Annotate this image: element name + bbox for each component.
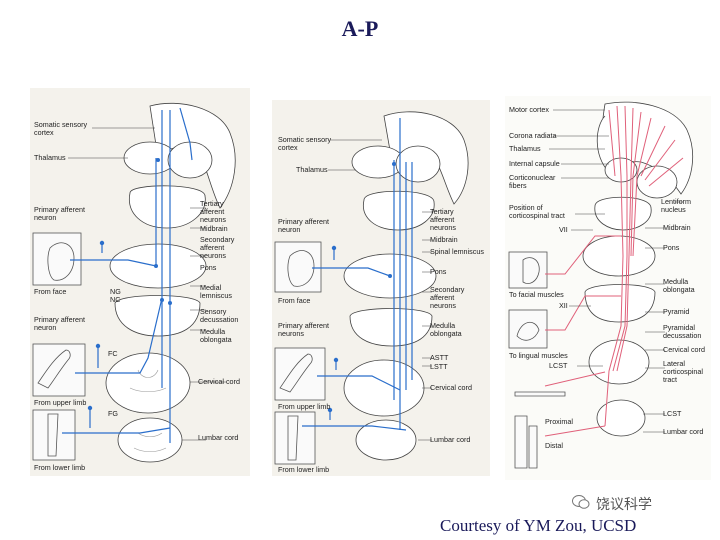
page-title: A-P — [341, 16, 379, 41]
label-cervical-cord: Cervical cord — [663, 345, 705, 354]
label-xii: XII — [559, 301, 568, 310]
label-pons: Pons — [663, 243, 680, 252]
label-from-face: From face — [34, 287, 67, 296]
label-cervical-cord: Cervical cord — [198, 377, 240, 386]
label-midbrain: Midbrain — [200, 224, 228, 233]
label-ng: NG — [110, 287, 121, 296]
label-cervical-cord: Cervical cord — [430, 383, 472, 392]
label-distal: Distal — [545, 441, 563, 450]
label-pons: Pons — [200, 263, 217, 272]
watermark-text: 饶议科学 — [596, 496, 652, 512]
courtesy-credit: Courtesy of YM Zou, UCSD — [440, 516, 637, 535]
label-lstt: LSTT — [430, 362, 448, 371]
label-from-lower-limb: From lower limb — [34, 463, 86, 472]
label-spinal-lemniscus: Spinal lemniscus — [430, 247, 484, 256]
label-pons: Pons — [430, 267, 447, 276]
panel-corticospinal-pathway: Motor cortex Corona radiata Thalamus Int… — [505, 96, 711, 480]
label-thalamus: Thalamus — [296, 165, 328, 174]
label-midbrain: Midbrain — [663, 223, 691, 232]
label-proximal: Proximal — [545, 417, 573, 426]
label-thalamus: Thalamus — [34, 153, 66, 162]
label-from-face: From face — [278, 296, 311, 305]
label-lumbar-cord: Lumbar cord — [198, 433, 239, 442]
label-from-lower-limb: From lower limb — [278, 465, 330, 474]
label-to-facial-muscles: To facial muscles — [509, 290, 564, 299]
spinothalamic-diagram — [274, 111, 469, 465]
label-pyramid: Pyramid — [663, 307, 690, 316]
label-lcst-left: LCST — [549, 361, 568, 370]
label-astt: ASTT — [430, 353, 449, 362]
label-motor-cortex: Motor cortex — [509, 105, 549, 114]
label-corona-radiata: Corona radiata — [509, 131, 557, 140]
label-lumbar-cord: Lumbar cord — [430, 435, 471, 444]
label-lumbar-cord: Lumbar cord — [663, 427, 704, 436]
label-thalamus: Thalamus — [509, 144, 541, 153]
label-internal-capsule: Internal capsule — [509, 159, 560, 168]
label-vii: VII — [559, 225, 568, 234]
label-nc: NC — [110, 295, 121, 304]
wechat-icon — [572, 495, 590, 509]
label-fg: FG — [108, 409, 118, 418]
label-from-upper-limb: From upper limb — [278, 402, 331, 411]
label-midbrain: Midbrain — [430, 235, 458, 244]
label-from-upper-limb: From upper limb — [34, 398, 87, 407]
label-fc: FC — [108, 349, 118, 358]
dorsal-column-diagram — [32, 102, 236, 463]
label-to-lingual-muscles: To lingual muscles — [509, 351, 568, 360]
corticospinal-diagram — [508, 101, 693, 469]
label-lcst-right: LCST — [663, 409, 682, 418]
